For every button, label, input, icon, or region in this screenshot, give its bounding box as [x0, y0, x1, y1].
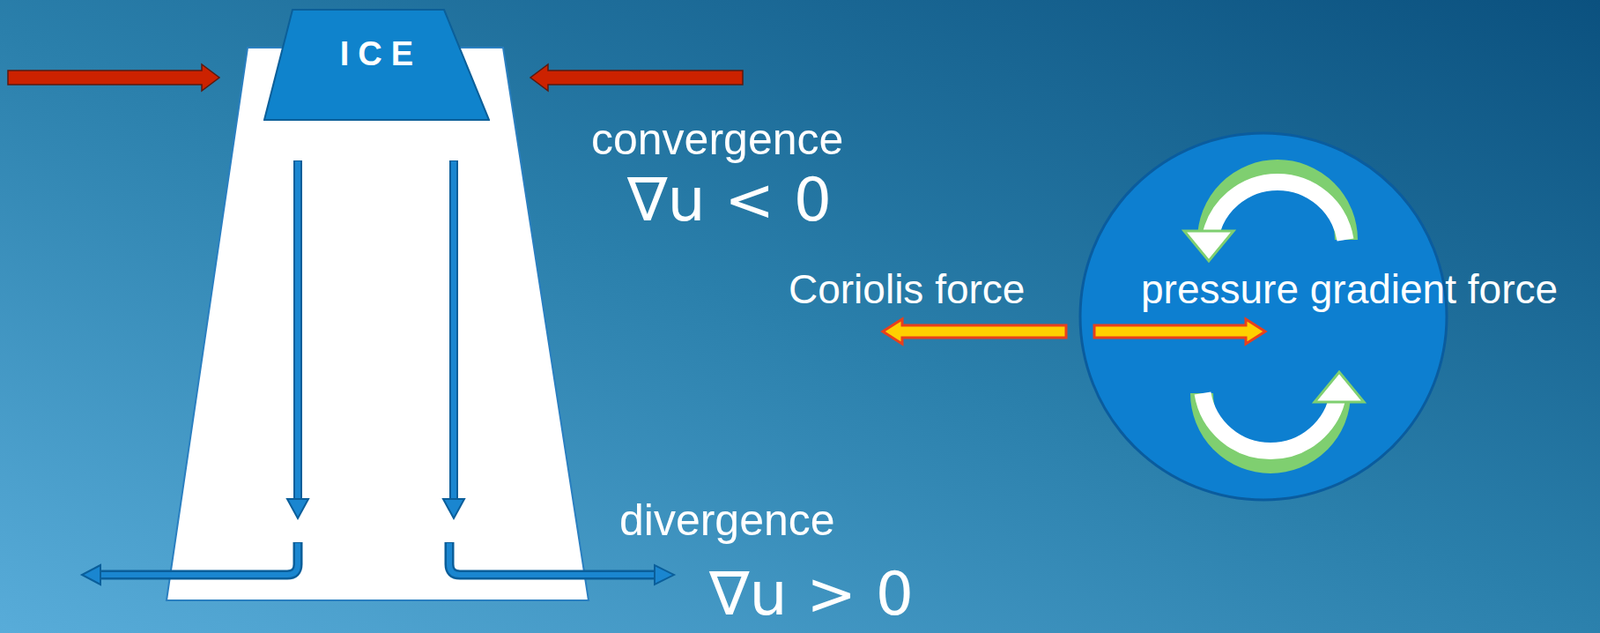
- ice-block: ICE: [263, 8, 490, 121]
- node-text: ICE: [340, 35, 423, 74]
- divergence-formula: ∇u < 0: [627, 167, 832, 234]
- outflow-arrows: [81, 541, 675, 585]
- divergence-formula: ∇u > 0: [709, 563, 914, 624]
- trapezoid-shape: [264, 9, 489, 120]
- inflow-arrow: [530, 64, 743, 91]
- sinking-arrows: [287, 160, 465, 519]
- process-label: divergence: [619, 495, 836, 547]
- force-arrow: [1094, 318, 1266, 344]
- rotation-arrows: [1184, 170, 1364, 462]
- force-arrow: [882, 318, 1067, 344]
- vortex-circle: [1080, 133, 1447, 500]
- process-label: convergence: [591, 114, 844, 166]
- ice-column: [166, 47, 589, 600]
- force-label: pressure gradient force: [1140, 266, 1558, 313]
- force-label: Coriolis force: [788, 266, 1025, 313]
- inflow-arrow: [7, 64, 220, 91]
